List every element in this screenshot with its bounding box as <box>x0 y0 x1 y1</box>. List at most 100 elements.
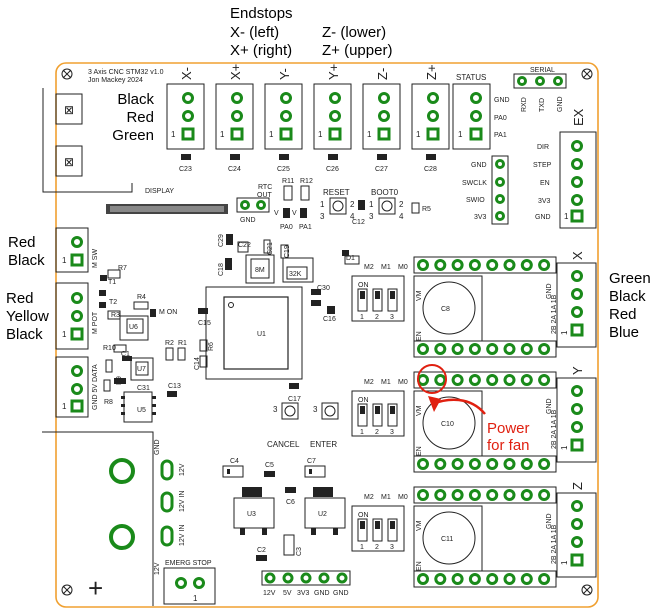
t2-label: T2 <box>109 299 117 306</box>
endstop-label: X+ <box>228 64 243 80</box>
pin-1-label: 1 <box>367 130 372 139</box>
power-12v: 12V <box>154 562 161 575</box>
motor-label: X <box>570 251 585 260</box>
enter-label: ENTER <box>310 440 337 449</box>
mcu-area: C29 C22 C21 C19 C18 8M 32K U1 C15 C30 C1… <box>194 234 360 403</box>
dip-num-1: 1 <box>360 429 364 436</box>
t1-label: T1 <box>108 279 116 286</box>
dip-num-3: 3 <box>390 314 394 321</box>
d1-label: D1 <box>346 255 355 262</box>
c13-label: C13 <box>168 383 181 390</box>
pwr-12v-in-1: 12V IN <box>179 491 186 512</box>
c5-label: C5 <box>265 462 274 469</box>
power-for-fan-annotation: Power for fan <box>417 364 530 454</box>
motor-pin-1: 1 <box>560 560 569 565</box>
msw-black-label: Black <box>8 252 45 269</box>
ex-step: STEP <box>533 162 552 169</box>
c21-label: C21 <box>267 242 274 255</box>
rtc-pa1: PA1 <box>299 224 312 231</box>
serial-gnd: GND <box>557 96 564 112</box>
hdr-gnd-1: GND <box>314 590 330 597</box>
gnd-label: GND <box>546 398 553 414</box>
ex-en: EN <box>540 180 550 187</box>
power-gnd: GND <box>154 439 161 455</box>
serial-connector: SERIAL RXD TXD GND <box>513 67 567 112</box>
board-title-1: 3 Axis CNC STM32 v1.0 <box>88 69 164 76</box>
status-label: STATUS <box>456 73 486 82</box>
mpot-connector: 1 M POT <box>55 282 99 350</box>
rtc-label-1: RTC <box>258 184 272 191</box>
mpot-black-label: Black <box>6 326 43 343</box>
power-header: 12V 5V 3V3 GND GND <box>261 570 351 597</box>
plus-sign: + <box>88 573 103 603</box>
en-label: EN <box>416 331 423 341</box>
c16-label: C16 <box>323 316 336 323</box>
cap-label: C11 <box>441 536 453 543</box>
ex-connector: EX 1 DIR STEP EN 3V3 GND <box>533 108 597 229</box>
enter-pin-3: 3 <box>313 405 318 414</box>
cancel-pin-3: 3 <box>273 405 278 414</box>
display-label: DISPLAY <box>145 188 174 195</box>
en-label: EN <box>416 561 423 571</box>
emerg-stop-label: EMERG STOP <box>165 560 212 567</box>
cancel-label: CANCEL <box>267 440 300 449</box>
c17-label: C17 <box>288 396 301 403</box>
hdr-12v: 12V <box>263 590 276 597</box>
serial-rxd: RXD <box>521 97 528 112</box>
dip-num-2: 2 <box>375 429 379 436</box>
en-label: EN <box>416 446 423 456</box>
jumper-label: M1 <box>381 494 391 501</box>
u3-label: U3 <box>247 511 256 518</box>
motor-pins-label: 2B 2A 1A 1B <box>551 524 558 564</box>
endstop-label: Y+ <box>326 64 341 80</box>
ex-label: EX <box>571 108 586 126</box>
r7-label: R7 <box>118 265 127 272</box>
data-connector: 1 GND 5V DATA <box>55 356 99 418</box>
swd-gnd: GND <box>471 162 487 169</box>
c7-label: C7 <box>307 458 316 465</box>
wire-green-label: Green <box>112 127 154 144</box>
for-fan-label: for fan <box>487 437 530 454</box>
msw-pin-1: 1 <box>62 256 67 265</box>
ex-3v3: 3V3 <box>538 198 551 205</box>
hdr-3v3: 3V3 <box>297 590 310 597</box>
status-connector: STATUS 1 GND PA0 PA1 <box>452 73 510 150</box>
boot0-pin-1: 1 <box>369 200 374 209</box>
swd-3v3: 3V3 <box>474 214 487 221</box>
boot0-pin-4: 4 <box>399 212 404 221</box>
x-minus-note: X- (left) <box>230 24 279 41</box>
wire-red-label: Red <box>126 109 154 126</box>
endstop-label: Z+ <box>424 64 439 80</box>
reset-pin-2: 2 <box>350 200 355 209</box>
cap-label: C25 <box>277 166 290 173</box>
u5-label: U5 <box>137 407 146 414</box>
serial-txd: TXD <box>539 98 546 112</box>
cap-label: C8 <box>441 306 450 313</box>
reset-pin-3: 3 <box>320 212 325 221</box>
r8-label: R8 <box>104 399 113 406</box>
z-minus-note: Z- (lower) <box>322 24 386 41</box>
ex-dir: DIR <box>537 144 549 151</box>
mpot-red-label: Red <box>6 290 34 307</box>
c29-label: C29 <box>218 234 225 247</box>
jumper-label: M2 <box>364 264 374 271</box>
c4-label: C4 <box>230 458 239 465</box>
x-plus-note: X+ (right) <box>230 42 292 59</box>
swd-swio: SWIO <box>466 197 485 204</box>
ex-gnd: GND <box>535 214 551 221</box>
jumper-label: M0 <box>398 264 408 271</box>
u6-label: U6 <box>129 324 138 331</box>
svg-text:⊠: ⊠ <box>64 155 74 169</box>
rtc-pa0: PA0 <box>280 224 293 231</box>
motor-pins-label: 2B 2A 1A 1B <box>551 294 558 334</box>
c15-label: C15 <box>198 320 211 327</box>
r3-label: R3 <box>111 312 120 319</box>
cap-label: C26 <box>326 166 339 173</box>
motor-black-label: Black <box>609 288 646 305</box>
rtc-gnd: GND <box>240 217 256 224</box>
c22-label: C22 <box>238 242 251 249</box>
